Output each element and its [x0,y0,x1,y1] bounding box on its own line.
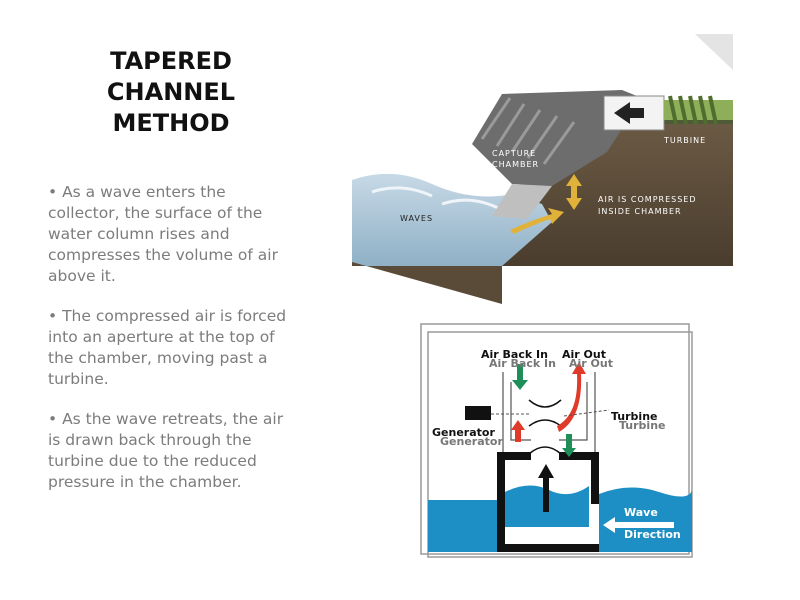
turbine-label-shadow: Turbine [619,419,666,432]
wave-label: Wave [624,506,658,519]
diagram-back-frame [420,323,690,555]
turbine-callout-line [563,409,610,417]
diagram-front-frame [427,331,693,558]
chamber-roof-right [559,452,599,460]
capture-chamber-label-1: CAPTURE [492,149,536,158]
turbine-blade-icon [528,399,562,455]
capture-chamber-label-2: CHAMBER [492,160,539,169]
duct-arrow-icon [614,102,644,124]
air-vertical-arrow-icon [566,174,582,210]
bullet-item: • The compressed air is forced into an a… [48,307,287,388]
wave-capture-illustration: CAPTURE CHAMBER TURBINE WAVES AIR IS COM… [352,34,733,304]
sea-wave-lines [371,186,503,212]
air-up-arrow-small-icon [511,420,525,442]
air-down-arrow-icon [562,434,576,457]
generator-label-shadow: Generator [440,435,503,448]
water-rise-arrow-icon [538,464,554,512]
generator-label: Generator [432,426,495,439]
capture-chamber-roof [472,90,642,186]
bullet-item: • As a wave enters the collector, the su… [48,183,278,285]
air-out-label-shadow: Air Out [569,357,613,370]
turbine-label: TURBINE [663,136,706,145]
slide-title: TAPERED CHANNEL METHOD [106,47,236,137]
turbine-blades [668,95,718,125]
generator-box-icon [465,406,491,420]
compressed-label-2: INSIDE CHAMBER [598,207,682,216]
compressed-label-1: AIR IS COMPRESSED [598,195,697,204]
water-up-arrow-icon [510,208,564,234]
air-back-in-label-shadow: Air Back In [489,357,556,370]
direction-label: Direction [624,528,681,541]
chamber-roof-left [497,452,531,460]
air-out-label: Air Out [562,348,606,361]
air-back-in-label: Air Back In [481,348,548,361]
sea-surface [352,173,552,266]
oscillating-water-column-diagram: Air Back In Air Back In Air Out Air Out … [420,323,693,558]
waves-label: WAVES [400,214,433,223]
page-curl-shape [695,34,733,70]
chamber-wall-right [591,460,599,504]
chamber-front [492,184,552,219]
chamber-steps [480,97,576,165]
air-back-in-arrow-icon [512,364,528,390]
bullet-item: • As the wave retreats, the air is drawn… [48,410,284,491]
wave-direction-arrow-icon [603,517,674,533]
sea-water [428,487,692,552]
turbine-label: Turbine [611,410,658,423]
bullet-list: • As a wave enters the collector, the su… [48,182,300,512]
sea-front [352,262,502,304]
air-out-arrow-icon [557,362,586,432]
